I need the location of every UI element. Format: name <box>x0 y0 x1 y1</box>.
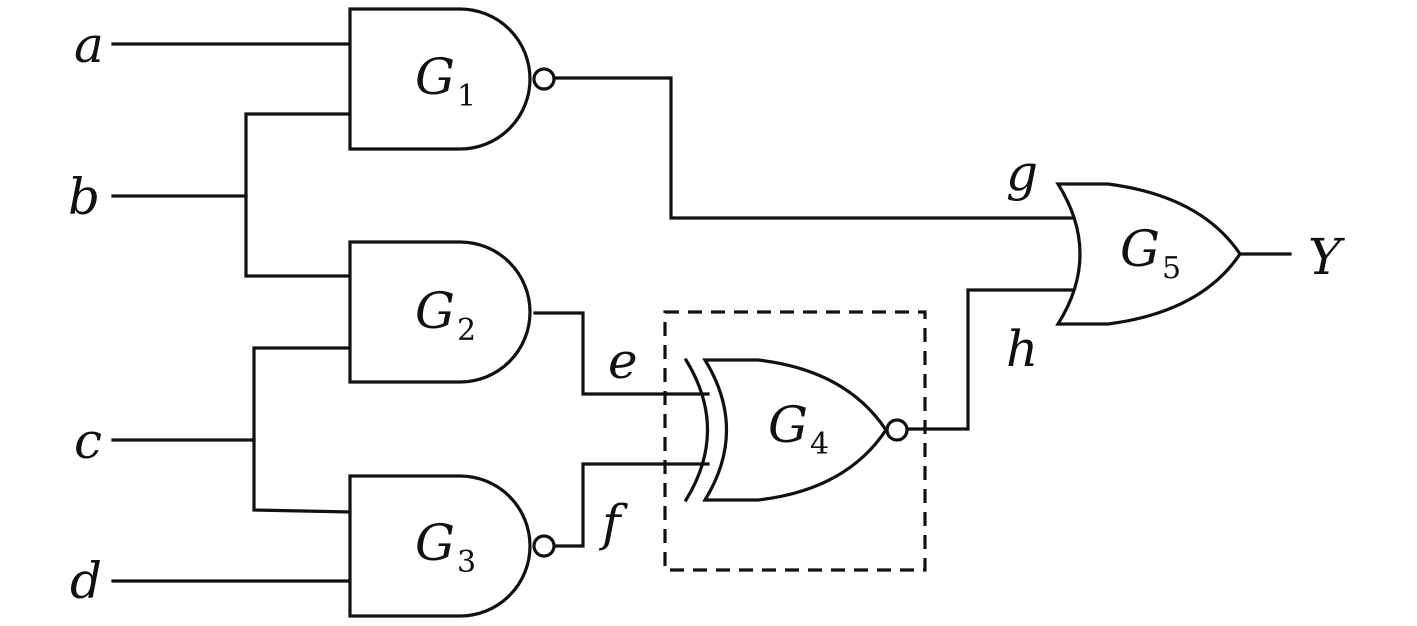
signal-label-f: f <box>598 494 628 552</box>
g4-inversion-bubble <box>885 418 909 442</box>
input-label-b: b <box>68 168 100 226</box>
dashed-highlight-box <box>663 310 927 572</box>
gate-label-g1: G1 <box>415 48 476 114</box>
gate-label-g2: G2 <box>415 282 476 348</box>
g3-inversion-bubble <box>532 534 556 558</box>
wire-b-bus <box>244 112 352 278</box>
output-label-y: Y <box>1308 228 1345 286</box>
g1-inversion-bubble <box>532 67 556 91</box>
gate-g3-nand <box>348 474 556 618</box>
gate-g4-xnor <box>683 357 909 503</box>
input-label-c: c <box>74 412 102 470</box>
gate-g2-and <box>348 240 532 384</box>
wire-e <box>533 311 710 396</box>
wire-f <box>553 462 710 548</box>
gate-label-g4: G4 <box>768 396 829 462</box>
wire-c-bus <box>252 346 352 514</box>
signal-label-g: g <box>1006 144 1038 202</box>
gate-label-g5: G5 <box>1120 220 1181 286</box>
gate-g1-nand <box>348 7 556 151</box>
input-label-d: d <box>70 552 102 610</box>
wires <box>111 42 1292 583</box>
wire-g <box>553 76 1074 220</box>
wire-h <box>906 288 1074 431</box>
input-label-a: a <box>74 16 104 74</box>
signal-label-e: e <box>608 332 638 390</box>
g4-xor-extra-arc <box>683 357 709 503</box>
gate-label-g3: G3 <box>415 514 476 580</box>
signal-label-h: h <box>1006 320 1038 378</box>
gate-g5-or <box>1055 182 1242 326</box>
